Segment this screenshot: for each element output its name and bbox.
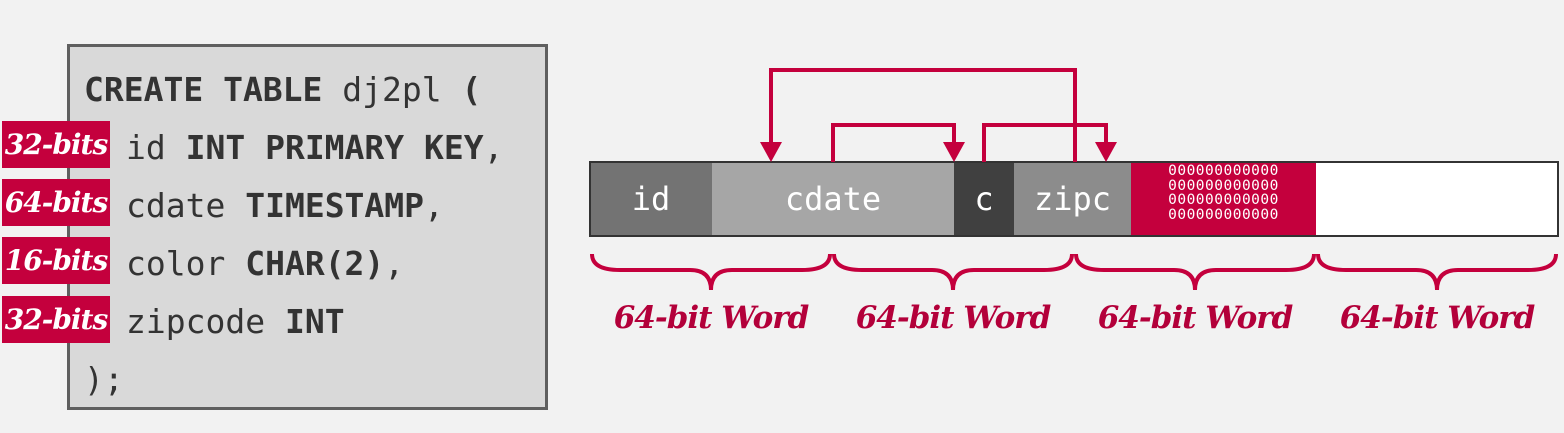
segment-cdate: cdate (712, 162, 954, 236)
sql-line-color: color CHAR(2), (126, 244, 405, 283)
segment-zipcode: zipc (1014, 162, 1131, 236)
arrow-c-to-zipc (982, 123, 1108, 162)
brace-2 (832, 253, 1074, 291)
word-label-2: 64-bit Word (855, 300, 1052, 336)
brace-3 (1074, 253, 1316, 291)
bit-tag-color: 16-bits (2, 237, 110, 284)
segment-id: id (590, 162, 712, 236)
arrow-head-1 (760, 142, 782, 162)
sql-line-id: id INT PRIMARY KEY, (126, 128, 504, 167)
padding-bits: 000000000000 000000000000 000000000000 0… (1131, 162, 1316, 236)
segment-empty (1316, 162, 1558, 236)
word-label-4: 64-bit Word (1339, 300, 1536, 336)
bit-tag-id: 32-bits (2, 121, 110, 168)
reorder-arrows (769, 68, 1108, 162)
brace-1 (590, 253, 832, 291)
sql-line-zipcode: zipcode INT (126, 302, 345, 341)
sql-line-cdate: cdate TIMESTAMP, (126, 186, 444, 225)
segment-color: c (954, 162, 1014, 236)
bit-tag-cdate: 64-bits (2, 179, 110, 226)
sql-code-box (67, 44, 548, 410)
brace-4 (1316, 253, 1558, 291)
arrow-head-3 (1095, 142, 1117, 162)
bit-tag-zipcode: 32-bits (2, 296, 110, 343)
tuple-outline (589, 161, 1559, 237)
arrow-zipc-to-cdate (769, 68, 1077, 162)
sql-line-create: CREATE TABLE dj2pl ( (84, 70, 482, 109)
arrow-head-2 (943, 142, 965, 162)
sql-line-close: ); (84, 360, 124, 399)
arrow-cdate-to-c (831, 123, 956, 162)
word-label-1: 64-bit Word (613, 300, 810, 336)
word-braces (590, 253, 1558, 291)
arrow-heads (760, 142, 1117, 162)
word-label-3: 64-bit Word (1097, 300, 1294, 336)
